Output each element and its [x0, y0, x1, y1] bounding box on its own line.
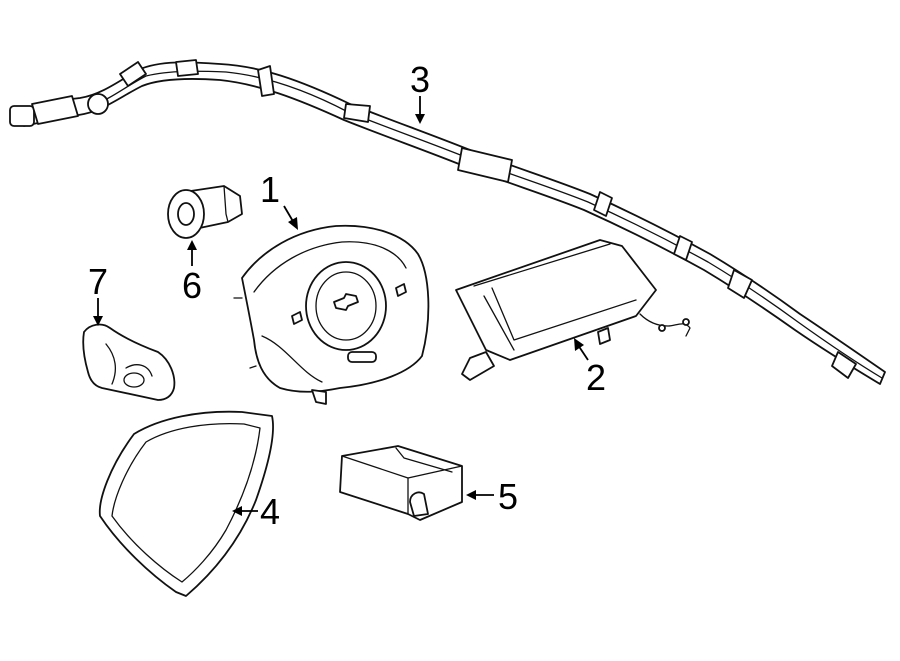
part-2-passenger-airbag	[455, 239, 691, 381]
arrow-4	[232, 506, 242, 516]
arrow-2	[574, 338, 584, 351]
callout-numbers: 1 2 3 4 5 6 7	[88, 59, 606, 532]
callout-7: 7	[88, 261, 108, 302]
arrow-3	[415, 114, 425, 124]
part-3-curtain-airbag	[9, 59, 886, 385]
part-5-control-module	[339, 445, 463, 521]
callout-5: 5	[498, 476, 518, 517]
arrow-5	[466, 490, 476, 500]
part-4-airbag-panel	[98, 410, 274, 597]
part-1-steering-wheel-airbag	[233, 224, 430, 405]
arrow-6	[187, 240, 197, 250]
callout-6: 6	[182, 265, 202, 306]
callout-2: 2	[586, 357, 606, 398]
arrow-7	[93, 316, 103, 326]
callout-leaders	[93, 96, 589, 516]
part-7-bracket	[82, 323, 176, 401]
callout-4: 4	[260, 491, 280, 532]
arrow-1	[288, 217, 298, 230]
callout-1: 1	[260, 169, 280, 210]
part-6-sensor-plug	[167, 185, 243, 239]
callout-3: 3	[410, 59, 430, 100]
